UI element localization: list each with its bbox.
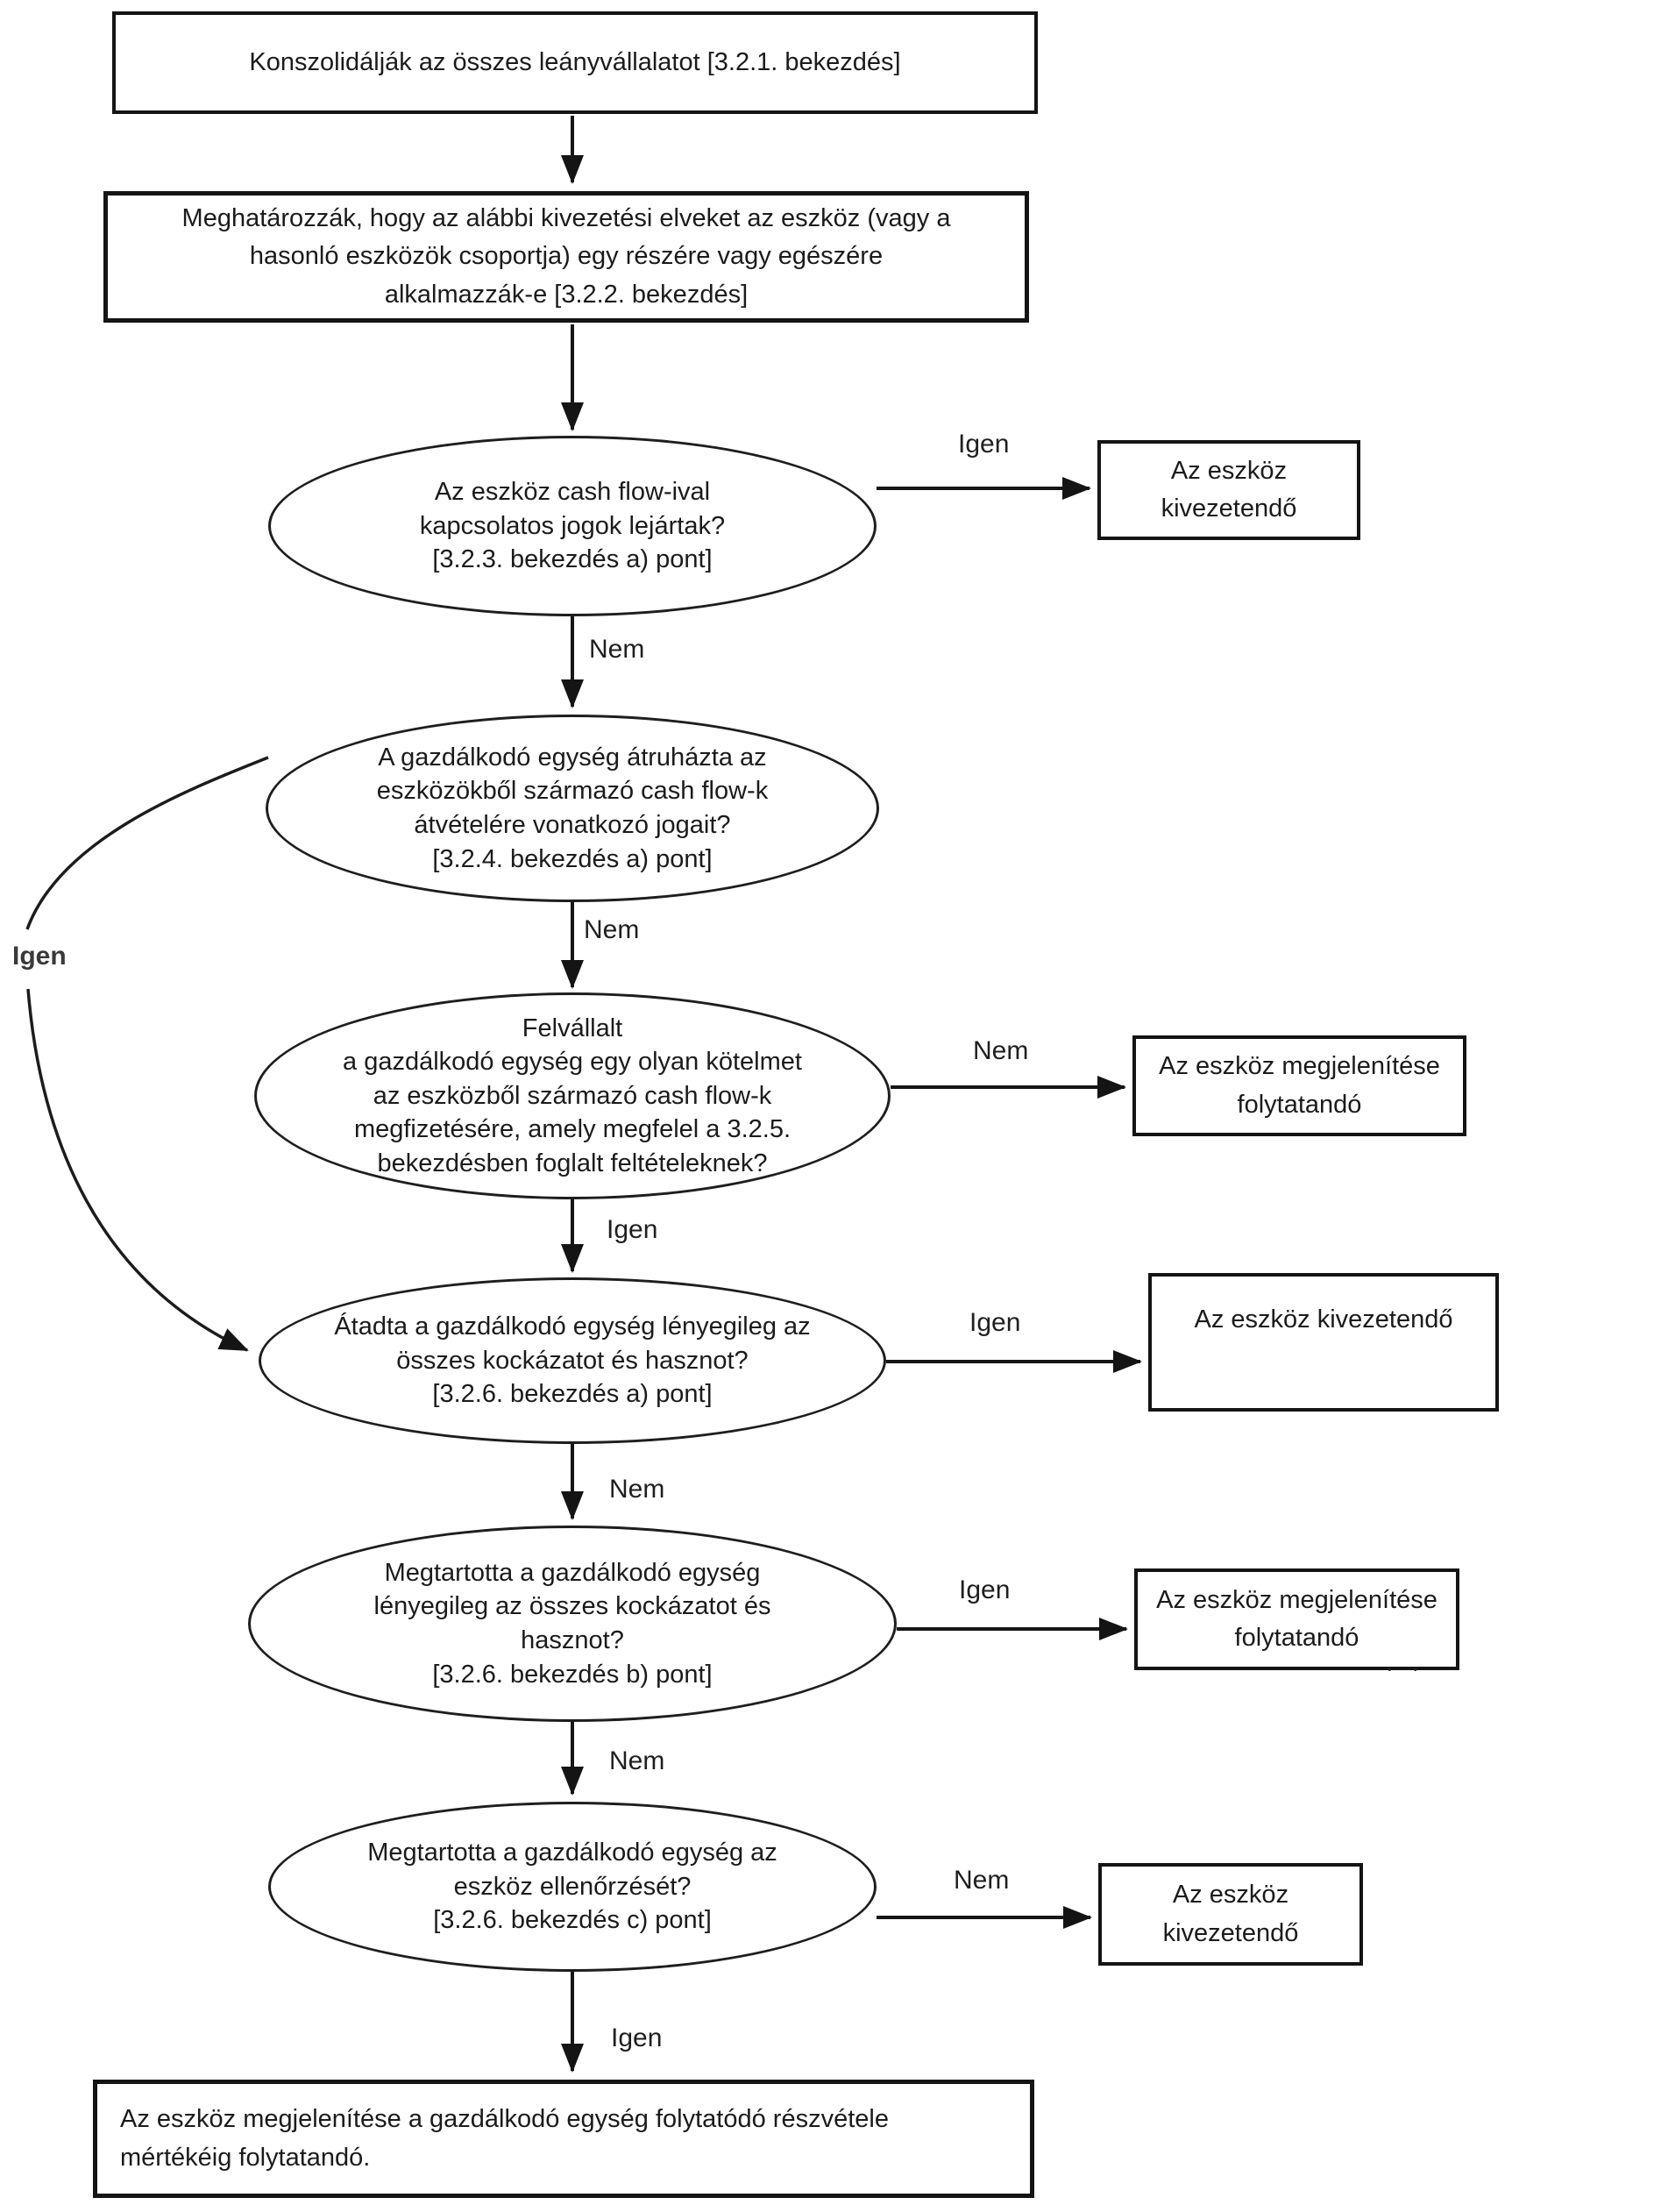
label-retained-control-yes: Igen xyxy=(611,2024,663,2052)
decision-rights-expired-text: Az eszköz cash flow-ival kapcsolatos jog… xyxy=(419,478,726,574)
label-retained-risks-no: Nem xyxy=(609,1746,665,1775)
decision-transferred-rights: A gazdálkodó egység átruházta az eszközö… xyxy=(266,715,879,902)
node-consolidate-subsidiaries: Konszolidálják az összes leányvállalatot… xyxy=(112,11,1038,114)
decision-transferred-risks-rewards: Átadta a gazdálkodó egység lényegileg az… xyxy=(259,1277,886,1444)
node-consolidate-subsidiaries-text: Konszolidálják az összes leányvállalatot… xyxy=(249,47,901,76)
label-retained-control-no: Nem xyxy=(954,1866,1010,1895)
label-assumed-obligation-yes: Igen xyxy=(607,1215,658,1244)
outcome-derecognise-3-text: Az eszköz kivezetendő xyxy=(1162,1881,1299,1947)
outcome-derecognise-2: Az eszköz kivezetendő xyxy=(1148,1273,1499,1412)
outcome-derecognise-1-text: Az eszköz kivezetendő xyxy=(1161,456,1297,523)
curve-transferred-rights-yes-upper xyxy=(25,756,269,930)
outcome-continue-recognition-2-text: Az eszköz megjelenítése folytatandó xyxy=(1156,1585,1437,1653)
decision-assumed-obligation: Felvállalt a gazdálkodó egység egy olyan… xyxy=(254,992,891,1199)
outcome-continue-recognition-1-text: Az eszköz megjelenítése folytatandó xyxy=(1159,1052,1440,1119)
label-rights-expired-yes: Igen xyxy=(958,430,1010,459)
outcome-continue-recognition-2: Az eszköz megjelenítése folytatandó . . xyxy=(1134,1568,1459,1676)
curve-transferred-rights-yes-lower xyxy=(26,988,249,1352)
outcome-derecognise-3: Az eszköz kivezetendő xyxy=(1098,1863,1363,1966)
label-transferred-risks-no: Nem xyxy=(609,1475,665,1504)
label-retained-risks-yes: Igen xyxy=(959,1575,1011,1604)
node-determine-scope: Meghatározzák, hogy az alábbi kivezetési… xyxy=(103,191,1029,323)
decision-retained-risks-rewards: Megtartotta a gazdálkodó egység lényegil… xyxy=(248,1526,897,1722)
outcome-derecognise-1: Az eszköz kivezetendő xyxy=(1097,440,1360,540)
label-transferred-rights-no: Nem xyxy=(584,915,640,944)
outcome-continue-recognition-1: Az eszköz megjelenítése folytatandó xyxy=(1132,1035,1466,1136)
label-rights-expired-no: Nem xyxy=(589,635,645,664)
decision-assumed-obligation-text: Felvállalt a gazdálkodó egység egy olyan… xyxy=(343,1014,802,1177)
label-transferred-risks-yes: Igen xyxy=(969,1308,1021,1337)
label-transferred-rights-yes: Igen xyxy=(12,942,67,971)
decision-rights-expired: Az eszköz cash flow-ival kapcsolatos jog… xyxy=(268,436,877,616)
outcome-derecognise-2-text: Az eszköz kivezetendő xyxy=(1194,1305,1453,1334)
scan-artifact-dots: . . xyxy=(1387,1653,1426,1676)
decision-transferred-rights-text: A gazdálkodó egység átruházta az eszközö… xyxy=(376,743,769,873)
decision-transferred-risks-rewards-text: Átadta a gazdálkodó egység lényegileg az… xyxy=(334,1312,811,1409)
label-assumed-obligation-no: Nem xyxy=(973,1036,1029,1065)
decision-retained-control: Megtartotta a gazdálkodó egység az eszkö… xyxy=(268,1802,877,1972)
node-determine-scope-text: Meghatározzák, hogy az alábbi kivezetési… xyxy=(181,203,951,309)
decision-retained-risks-rewards-text: Megtartotta a gazdálkodó egység lényegil… xyxy=(373,1558,771,1689)
outcome-continuing-involvement-text: Az eszköz megjelenítése a gazdálkodó egy… xyxy=(120,2105,889,2172)
decision-retained-control-text: Megtartotta a gazdálkodó egység az eszkö… xyxy=(367,1839,777,1935)
outcome-continuing-involvement: Az eszköz megjelenítése a gazdálkodó egy… xyxy=(93,2080,1034,2198)
